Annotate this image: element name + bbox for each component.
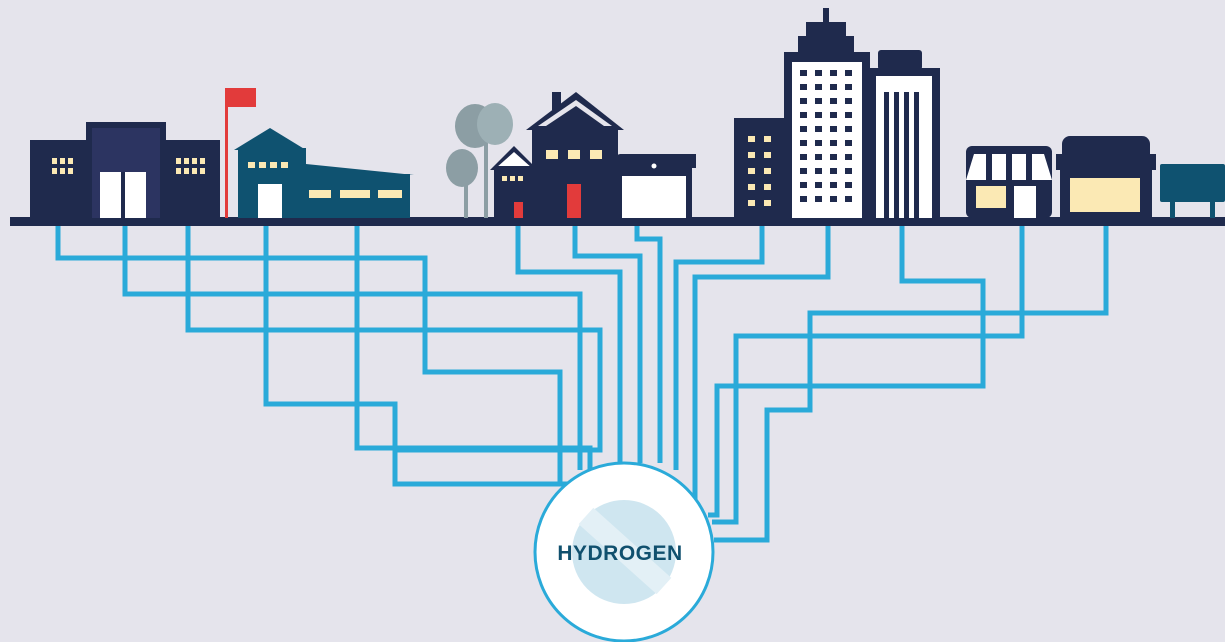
pipe-line [712, 225, 1025, 525]
tree-icon [446, 103, 513, 218]
pipe-line [634, 225, 663, 463]
skyscraper-window [800, 182, 807, 188]
skyscraper-window [830, 168, 837, 174]
skyscraper-window [845, 196, 852, 202]
skyscraper-window [815, 140, 822, 146]
skyscraper-window [830, 112, 837, 118]
skyscraper-window [830, 98, 837, 104]
skyscraper-window [815, 112, 822, 118]
skyscraper-window [830, 196, 837, 202]
skyscraper-window [845, 154, 852, 160]
skyscraper-window [830, 84, 837, 90]
pipe-line [708, 225, 986, 518]
hydrogen-hub: HYDROGEN [533, 461, 715, 642]
pipe-line [515, 225, 623, 465]
office-building-icon [30, 122, 220, 218]
hub-label: HYDROGEN [557, 542, 682, 565]
pipe-network [55, 225, 1109, 543]
store-icon [1056, 136, 1156, 218]
tower-icon [868, 50, 940, 218]
skyscraper-window [830, 140, 837, 146]
skyscraper-window [800, 168, 807, 174]
skyscraper-window [800, 154, 807, 160]
skyscraper-window [800, 112, 807, 118]
small-house-icon [490, 146, 538, 218]
pipe-line [673, 225, 765, 470]
skyscraper-window [845, 126, 852, 132]
skyscraper-window [830, 126, 837, 132]
skyscraper-window [800, 140, 807, 146]
skyscraper-window [845, 112, 852, 118]
skyscraper-window [830, 70, 837, 76]
ground-line [10, 217, 1225, 226]
school-building-icon [234, 128, 414, 218]
skyscraper-window [845, 168, 852, 174]
garage-icon [614, 154, 696, 218]
pipe-line [572, 225, 643, 463]
skyscraper-window [800, 196, 807, 202]
skyscraper-window [845, 70, 852, 76]
skyscraper-window [815, 196, 822, 202]
skyscraper-window [800, 84, 807, 90]
pipe-line [55, 225, 563, 482]
pipe-line [354, 225, 593, 478]
skyscraper-window [815, 182, 822, 188]
skyscraper-window [815, 154, 822, 160]
house-icon [526, 92, 624, 218]
skyscraper-window [830, 182, 837, 188]
skyscraper-window [815, 168, 822, 174]
billboard-icon [1160, 164, 1225, 218]
pipe-line [714, 225, 1109, 543]
skyscraper-window [815, 70, 822, 76]
flag-icon [225, 88, 256, 218]
office-tower-icon [734, 118, 786, 218]
skyscraper-window [845, 182, 852, 188]
skyscraper-window [815, 98, 822, 104]
skyscraper-window [815, 84, 822, 90]
pipe-line [122, 225, 583, 470]
skyscraper-window [800, 126, 807, 132]
skyscraper-window [845, 98, 852, 104]
skyscraper-icon [784, 8, 870, 218]
shop-awning-icon [966, 146, 1052, 218]
skyscraper-window [845, 140, 852, 146]
skyscraper-window [830, 154, 837, 160]
pipe-line [263, 225, 398, 484]
skyscraper-window [845, 84, 852, 90]
skyscraper-window [800, 70, 807, 76]
skyscraper-window [815, 126, 822, 132]
skyscraper-window [800, 98, 807, 104]
